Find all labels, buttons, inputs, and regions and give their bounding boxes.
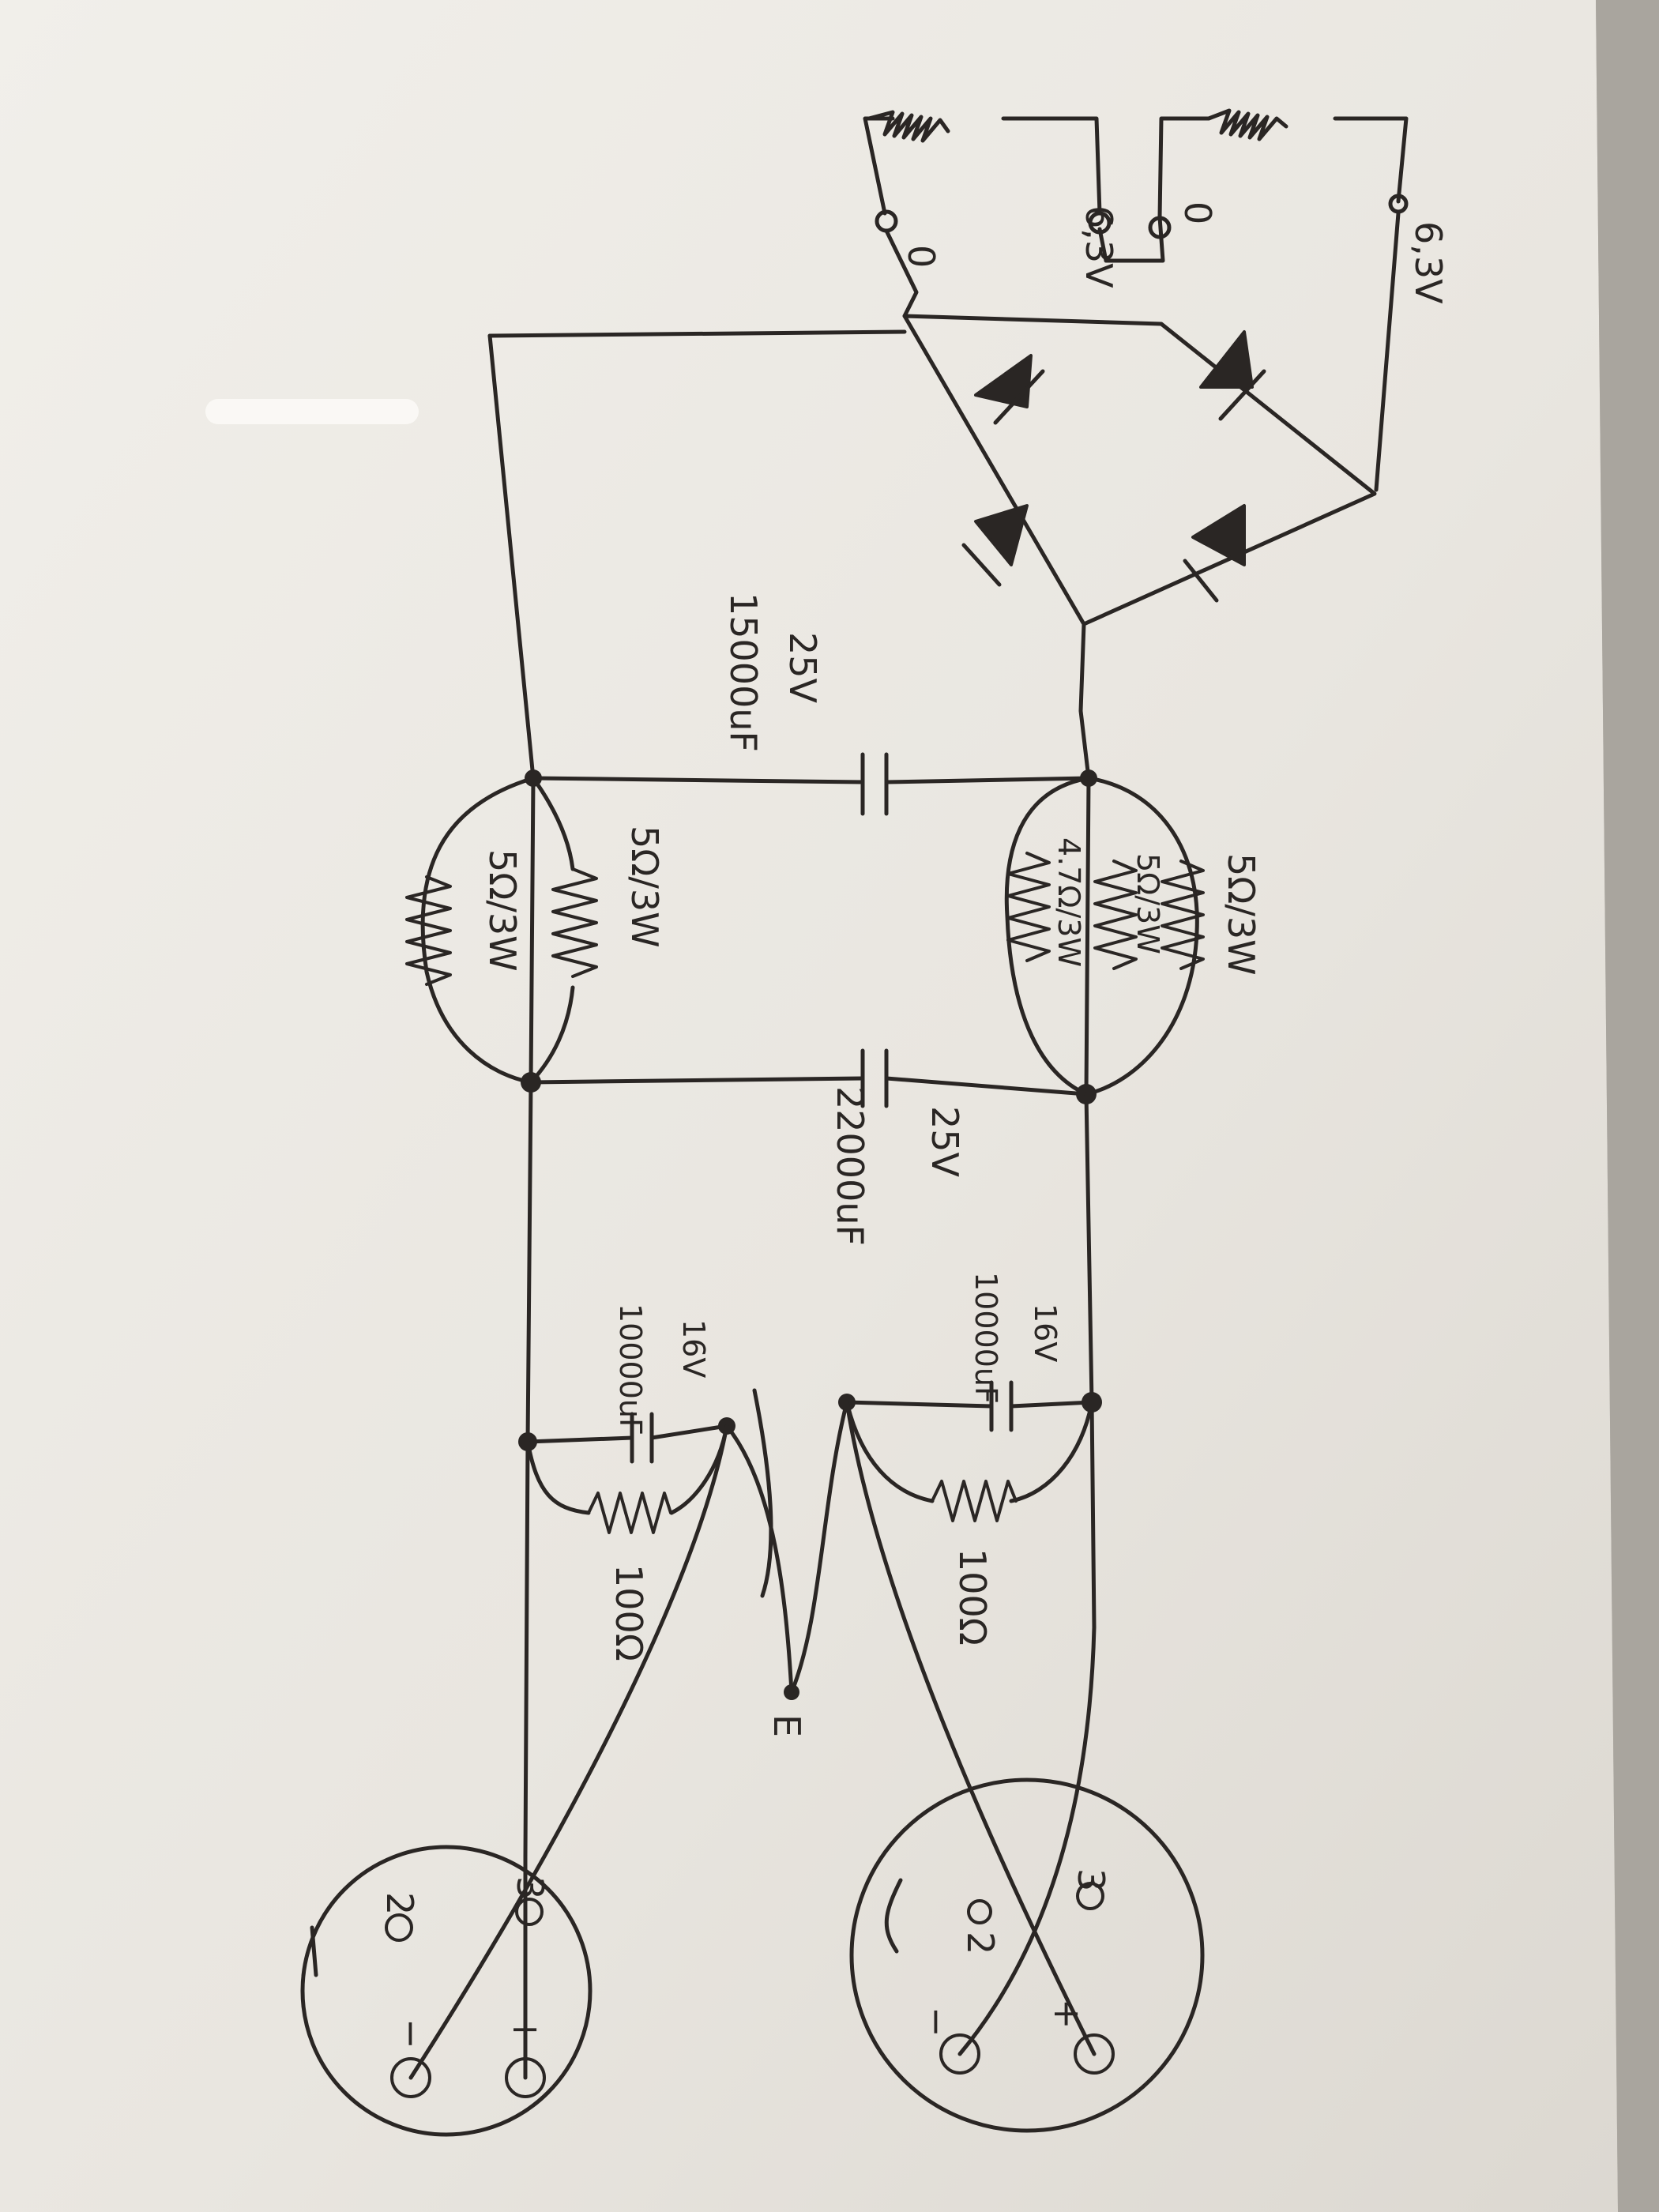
out-cap-right-voltage-label: 16V <box>1028 1304 1063 1362</box>
resistor-bottom-1-zigzag <box>551 867 598 978</box>
left-gnd-to-minus <box>408 1424 729 2080</box>
connector-left-pin-2-label: 2 <box>378 1892 421 1915</box>
connector-left-pin-3 <box>515 1898 544 1926</box>
right-gnd-to-minus <box>845 1400 1097 2056</box>
diode-4-bar <box>1183 559 1219 603</box>
positive-rail <box>1078 622 1097 1630</box>
out-cap-right-value-label: 10000uF <box>969 1272 1003 1404</box>
connector-right-bracket <box>884 1878 903 1954</box>
connector-left-plus-label: + <box>505 2014 547 2045</box>
tap-mark-1: 0 <box>900 245 942 268</box>
connector-left-pin-minus <box>390 2057 431 2098</box>
cap2-plates <box>860 1048 889 1108</box>
bridge-dc-negative-wire <box>487 329 907 338</box>
tap1-to-bridge <box>884 228 919 318</box>
connector-right-pin-3-label: 3 <box>1070 1868 1112 1891</box>
cap2-wires <box>529 1076 1089 1097</box>
res-top-third-label: 4.7Ω/3W <box>1051 837 1086 967</box>
right-rail-to-plus <box>957 1625 1097 2056</box>
out-res-right-label: 100Ω <box>951 1548 994 1646</box>
diode-3 <box>974 504 1029 566</box>
left-gnd-to-earth <box>724 1424 794 1695</box>
diode-1-bar <box>993 369 1045 425</box>
diode-3-bar <box>961 543 1002 587</box>
resistor-top-1-zigzag <box>1161 860 1205 970</box>
cap1-value-label: 15000uF <box>722 592 765 752</box>
out-cap-left-plates <box>630 1412 654 1464</box>
out-cap-left-value-label: 10000uF <box>613 1304 648 1435</box>
res-bottom-1-label: 5Ω/3W <box>623 826 666 948</box>
paper-sheet <box>0 0 1618 2212</box>
cap1-wires <box>531 776 1091 784</box>
coil2-wires <box>1097 116 1409 263</box>
out-cap-right-plates <box>989 1380 1014 1432</box>
cap2-value-label: 22000uF <box>829 1086 871 1246</box>
connector-right-pin-minus <box>939 2033 980 2075</box>
connector-left-pin-3-label: 3 <box>509 1876 551 1899</box>
res-top-outer-label: 5Ω/3W <box>1220 853 1262 976</box>
diode-2-bar <box>1218 369 1266 421</box>
connector-left-underline <box>310 1925 318 1977</box>
right-gnd-to-earth <box>789 1400 849 1695</box>
res-top-inner-label: 5Ω/3W <box>1130 853 1165 954</box>
resistor-top-3-zigzag <box>1006 852 1051 962</box>
cap1-voltage-label: 25V <box>781 632 824 704</box>
out-res-left-label: 100Ω <box>608 1564 650 1661</box>
secondary-coil-1 <box>867 110 950 143</box>
tap-mark-2: 0 <box>1176 201 1219 224</box>
tap4-to-bridge <box>1374 211 1401 492</box>
res-bottom-2-label: 5Ω/3W <box>481 849 524 972</box>
out-res-right-loop <box>845 1400 1094 1503</box>
res-bottom-loop <box>420 776 536 1085</box>
earth-label: E <box>766 1714 808 1737</box>
connector-right-plus-label: + <box>1046 1999 1089 2030</box>
tap-terminal-2 <box>1088 211 1112 235</box>
secondary-coil-2 <box>1206 108 1288 141</box>
res-top-loop <box>1004 776 1091 1097</box>
cap2-voltage-label: 25V <box>924 1106 966 1178</box>
secondary-2-voltage-label: 6,3V <box>1407 221 1450 304</box>
transformer <box>863 108 1409 492</box>
diode-4 <box>1191 504 1246 566</box>
connector-right-minus-label: − <box>916 2007 958 2037</box>
connector-right-pin-2 <box>967 1899 992 1924</box>
coil1-wires <box>863 116 1102 216</box>
connector-right-pin-plus <box>1074 2033 1115 2075</box>
connector-left-minus-label: − <box>390 2018 433 2049</box>
bridge-rectifier <box>487 314 1377 626</box>
out-cap-right-wires <box>845 1400 1094 1409</box>
res-top-outer-loop <box>1084 776 1199 1097</box>
secondary-1-voltage-label: 6,3V <box>1078 205 1120 288</box>
paper-edge-shadow <box>1596 0 1659 2212</box>
connector-right-pin-2-label: 2 <box>959 1932 1002 1954</box>
tap-terminal-3 <box>1148 216 1172 239</box>
out-res-right-zigzag <box>931 1480 1018 1522</box>
connector-left <box>300 1845 592 2137</box>
earth-arc <box>752 1388 773 1598</box>
out-res-left-zigzag <box>587 1492 672 1534</box>
diode-2 <box>1199 330 1254 389</box>
connector-right-pin-3 <box>1076 1882 1104 1910</box>
resistor-bottom-2-zigzag <box>405 875 452 986</box>
connector-left-pin-2 <box>385 1913 413 1942</box>
connector-right <box>849 1778 1205 2133</box>
diode-1 <box>974 354 1033 408</box>
resistor-top-2-zigzag <box>1093 860 1138 970</box>
light-reflection <box>205 399 419 424</box>
out-cap-left-voltage-label: 16V <box>676 1319 711 1378</box>
res-bottom-inner-loop <box>529 776 575 1085</box>
connector-right-outline <box>849 1778 1205 2133</box>
out-cap-left-wires <box>525 1424 729 1444</box>
connector-left-outline <box>300 1845 592 2137</box>
cap1-plates <box>860 752 889 816</box>
